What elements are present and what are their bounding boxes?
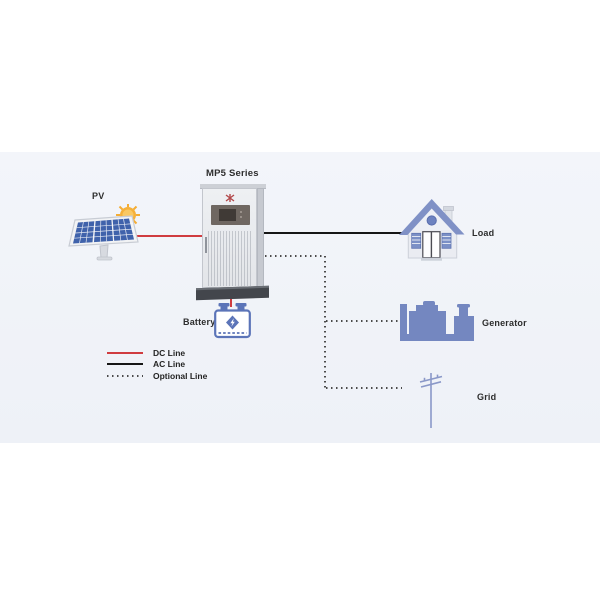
battery-icon (214, 303, 251, 339)
cabinet-front-panel (202, 188, 257, 288)
load-label: Load (472, 228, 495, 238)
grid-label: Grid (477, 392, 497, 402)
brand-logo-icon (225, 194, 235, 202)
dc-line-label: DC Line (153, 347, 186, 358)
cabinet-base (196, 285, 269, 301)
optional-line-vertical (324, 256, 326, 389)
legend-row-ac: AC Line (107, 359, 207, 371)
optional-line-to-grid (326, 387, 402, 389)
legend: DC Line AC Line Optional Line (107, 347, 207, 382)
inverter-label: MP5 Series (206, 168, 259, 179)
legend-row-dc: DC Line (107, 347, 207, 359)
dc-line-pv-to-inverter (137, 235, 203, 237)
grid-pole-icon (419, 373, 443, 428)
diagram-background-band (0, 152, 600, 443)
indicator-dot (240, 216, 242, 218)
ac-line-label: AC Line (153, 359, 186, 370)
generator-icon (400, 301, 474, 341)
generator-label: Generator (482, 318, 527, 328)
control-panel (211, 205, 250, 225)
display-screen (219, 209, 236, 221)
ac-line-swatch (107, 363, 143, 366)
cabinet-side-panel (257, 188, 264, 288)
dc-line-inverter-to-battery (230, 296, 232, 307)
indicator-dot (240, 211, 242, 213)
battery-label: Battery (183, 317, 216, 327)
legend-row-optional: Optional Line (107, 370, 207, 382)
optional-line-horizontal-1 (265, 255, 325, 257)
dc-line-swatch (107, 351, 143, 354)
optional-line-swatch (107, 374, 143, 377)
door-handle (205, 237, 207, 253)
pv-panel-icon (68, 204, 140, 261)
optional-line-label: Optional Line (153, 370, 208, 381)
ventilation-grille (208, 231, 253, 286)
house-icon (399, 199, 465, 261)
ac-line-inverter-to-load (264, 232, 403, 234)
optional-line-to-generator (326, 320, 398, 322)
inverter-cabinet-icon (196, 184, 269, 301)
pv-label: PV (92, 191, 105, 201)
